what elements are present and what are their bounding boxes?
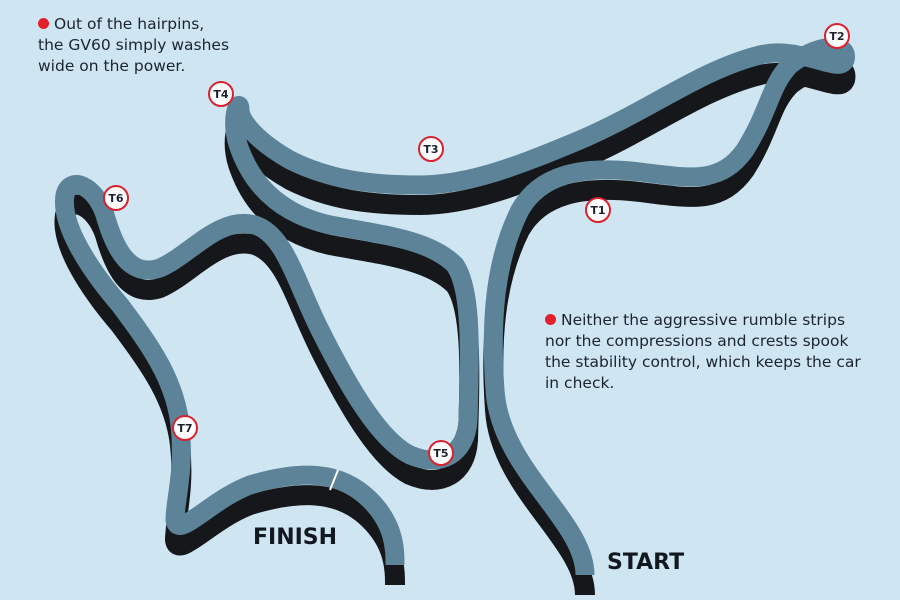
turn-marker-t6: T6 <box>103 185 129 211</box>
note-line: the stability control, which keeps the c… <box>545 353 861 371</box>
note-line: Neither the aggressive rumble strips <box>561 311 846 329</box>
note-line: in check. <box>545 374 615 392</box>
turn-marker-t4: T4 <box>208 81 234 107</box>
note-line: Out of the hairpins, <box>54 15 205 33</box>
note-line: nor the compressions and crests spook <box>545 332 849 350</box>
note-stability: Neither the aggressive rumble strips nor… <box>545 310 861 394</box>
turn-marker-t5: T5 <box>428 440 454 466</box>
note-line: the GV60 simply washes <box>38 36 230 54</box>
start-label: START <box>607 550 685 575</box>
turn-marker-t1: T1 <box>585 197 611 223</box>
note-hairpins: Out of the hairpins, the GV60 simply was… <box>38 14 229 77</box>
note-line: wide on the power. <box>38 57 186 75</box>
bullet-dot <box>545 314 556 325</box>
turn-marker-t2: T2 <box>824 23 850 49</box>
turn-marker-t7: T7 <box>172 415 198 441</box>
finish-label: FINISH <box>253 525 338 550</box>
finish-line <box>329 469 339 491</box>
turn-marker-t3: T3 <box>418 136 444 162</box>
bullet-dot <box>38 18 49 29</box>
